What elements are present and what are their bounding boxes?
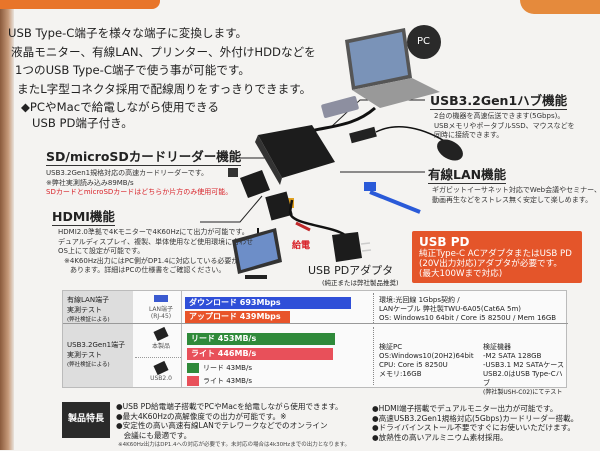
sd-section: SD/microSDカードリーダー機能 USB3.2Gen1規格対応の高速カード…: [46, 146, 242, 198]
lan-plug-icon: [154, 295, 168, 302]
write2-value: ライト 43MB/s: [203, 377, 252, 385]
usb-pd-desc: (最大100Wまで対応): [419, 269, 503, 279]
intro-line: ◆PCやMacで給電しながら使用できる: [21, 100, 219, 114]
hdmi-desc: デュアルディスプレイ、複製、単体使用など使用環境に合わせ: [58, 237, 254, 246]
intro-line: またL字型コネクタ採用で配線周りをすっきりできます。: [17, 81, 312, 96]
pc-label: PC: [417, 36, 431, 47]
usb-plug-icon: [153, 360, 169, 376]
lan-port-label: LAN端子(RJ-45): [141, 295, 181, 320]
write2-legend: ライト 43MB/s: [187, 376, 252, 386]
intro-line: USB PD端子付き。: [32, 115, 133, 130]
features-right: ●HDMI端子搭載でデュアルモニター出力が可能です。●高速USB3.2Gen1規…: [372, 404, 578, 442]
usb-pd-box: USB PD 純正Type-C ACアダプタまたはUSB PD (20V出力対応…: [412, 231, 582, 283]
lan-test-header: 有線LAN端子実測テスト (弊社検証による): [63, 291, 133, 323]
feature-item: ●最大4K60Hzの高解像度での出力が可能です。※: [116, 411, 287, 421]
feature-item: ●放熱性の高いアルミニウム素材採用。: [372, 432, 508, 442]
header-line: 有線LAN端子: [67, 296, 110, 304]
lan-section: 有線LAN機能 ギガビットイーサネット対応でWeb会議やセミナー、 動画再生など…: [428, 164, 600, 205]
intro-line: USB Type-C端子を様々な端子に変換します。: [8, 26, 248, 40]
features-label: 製品特長: [62, 402, 110, 438]
sd-title: SD/microSDカードリーダー機能: [46, 146, 242, 166]
feature-item: ●HDMI端子搭載でデュアルモニター出力が可能です。: [372, 404, 558, 413]
read-bar: リード 453MB/s: [187, 333, 335, 345]
intro-line: 液晶モニター、有線LAN、プリンター、外付けHDDなどを: [11, 44, 316, 59]
usb2-label: USB2.0: [150, 375, 172, 382]
features-section: 製品特長 ●USB PD給電端子搭載でPCやMacを給電しながら使用できます。●…: [62, 402, 600, 448]
read2-swatch: [187, 363, 199, 373]
lan-desc: 動画再生などをストレス無く安定して楽しめます。: [432, 195, 593, 204]
power-label: 給電: [292, 241, 311, 251]
lan-desc: ギガビットイーサネット対応でWeb会議やセミナー、: [432, 186, 600, 194]
header-line: (弊社検証による): [67, 317, 110, 323]
usb-pd-desc: (20V出力対応)アダプタが必要です。: [419, 259, 562, 269]
usb-pd-title: USB PD: [419, 235, 470, 249]
hdmi-title: HDMI機能: [52, 206, 115, 226]
port-line: LAN端子: [148, 306, 174, 313]
feature-item: 会議にも最適です。: [116, 430, 192, 440]
download-bar: ダウンロード 693Mbps: [185, 297, 352, 309]
product-port: 本製品: [141, 326, 181, 350]
pc-line: OS:Windows10(20H2)64bit: [379, 352, 474, 360]
top-orange-corner: [520, 0, 600, 14]
hdmi-desc: あります。詳細はPCの仕様書をご確認ください。: [70, 266, 226, 275]
sd-warning: SDカードとmicroSDカードはどちらか片方のみ使用可能。: [46, 188, 233, 197]
usb-pd-desc: 純正Type-C ACアダプタまたはUSB PD: [419, 249, 572, 259]
lan-env: 環境:光回線 1Gbps契約 /LANケーブル 弊社製TWU-6A05(Cat6…: [379, 296, 556, 323]
sd-desc: USB3.2Gen1規格対応の高速カードリーダーです。: [46, 169, 209, 177]
feature-item: ●安定性の高い高速有線LANでテレワークなどでのオンライン: [116, 421, 328, 431]
pc-line: 検証PC: [379, 343, 403, 351]
header-line: (弊社検証による): [67, 362, 110, 368]
intro-text: USB Type-C端子を様々な端子に変換します。 液晶モニター、有線LAN、プ…: [8, 24, 316, 132]
device-line: -USB3.1 M2 SATAケース: [483, 361, 564, 369]
pc-line: CPU: Core i5 8250U: [379, 361, 448, 369]
device-line: USB2.0はUSB Type-Cハブ: [483, 370, 563, 387]
hub-title: USB3.2Gen1ハブ機能: [430, 90, 568, 110]
speed-test-table: 有線LAN端子実測テスト (弊社検証による) LAN端子(RJ-45) ダウンロー…: [62, 290, 568, 396]
hdmi-desc: ※4K60Hz出力にはPC側がDP1.4に対応している必要が: [64, 256, 239, 265]
hub-desc: 同時に接続できます。: [434, 131, 504, 140]
read2-value: リード 43MB/s: [203, 364, 252, 372]
features-note: ※4K60Hz出力はDP1.4への対応が必要です。未対応の場合は4k30Hzまで…: [118, 442, 350, 448]
usb-test-header: USB3.2Gen1端子実測テスト (弊社検証による): [63, 324, 133, 387]
hub-desc: USBメモリやポータブルSSD、マウスなどを: [434, 121, 575, 130]
env-line: LANケーブル 弊社製TWU-6A05(Cat6A 5m): [379, 305, 522, 313]
write-bar: ライト 446MB/s: [187, 348, 333, 360]
feature-item: ●ドライバインストール不要ですぐにお使いいただけます。: [372, 423, 575, 433]
device-line: 検証機器: [483, 343, 511, 351]
hub-desc: 2台の機器を高速伝送できます(5Gbps)。: [434, 112, 565, 120]
lan-title: 有線LAN機能: [428, 164, 507, 184]
background-edge: [0, 0, 14, 450]
upload-bar: アップロード 439Mbps: [185, 311, 291, 323]
env-line: OS: Windows10 64bit / Core i5 8250U / Me…: [379, 314, 557, 322]
top-orange-band: [0, 0, 160, 9]
write2-swatch: [187, 376, 199, 386]
hdmi-section: HDMI機能 HDMI2.0準拠で4Kモニターで4K60Hzにて出力が可能です。…: [52, 206, 253, 276]
read2-legend: リード 43MB/s: [187, 363, 252, 373]
usb-plug-icon: [153, 326, 169, 342]
port-line: (RJ-45): [150, 313, 172, 320]
adapter-title: USB PDアダプタ: [308, 264, 394, 277]
hdmi-desc: OS上にて設定が可能です。: [58, 247, 145, 256]
product-label: 本製品: [151, 343, 170, 350]
device-line: (弊社製USH-C02)にてテスト: [483, 389, 563, 396]
usb2-port: USB2.0: [141, 360, 181, 382]
intro-line: 1つのUSB Type-C端子で使う事が可能です。: [15, 63, 250, 77]
header-line: 実測テスト: [67, 306, 102, 314]
device-line: -M2 SATA 128GB: [483, 352, 542, 360]
header-line: 実測テスト: [67, 351, 102, 359]
env-line: 環境:光回線 1Gbps契約 /: [379, 296, 460, 304]
pc-line: メモリ:16GB: [379, 370, 422, 378]
header-line: USB3.2Gen1端子: [67, 341, 126, 349]
hub-section: USB3.2Gen1ハブ機能 2台の機器を高速伝送できます(5Gbps)。 US…: [430, 90, 575, 141]
feature-item: ●USB PD給電端子搭載でPCやMacを給電しながら使用できます。: [116, 402, 343, 411]
hdmi-desc: HDMI2.0準拠で4Kモニターで4K60Hzにて出力が可能です。: [58, 228, 249, 236]
adapter-sub: (純正または弊社製品推奨): [322, 279, 399, 287]
features-left: ●USB PD給電端子搭載でPCやMacを給電しながら使用できます。●最大4K6…: [116, 402, 343, 440]
sd-desc: ※弊社実測読み込み89MB/s: [46, 178, 134, 187]
feature-item: ●高速USB3.2Gen1規格対応(5Gbps)カードリーダー搭載。: [372, 413, 579, 423]
